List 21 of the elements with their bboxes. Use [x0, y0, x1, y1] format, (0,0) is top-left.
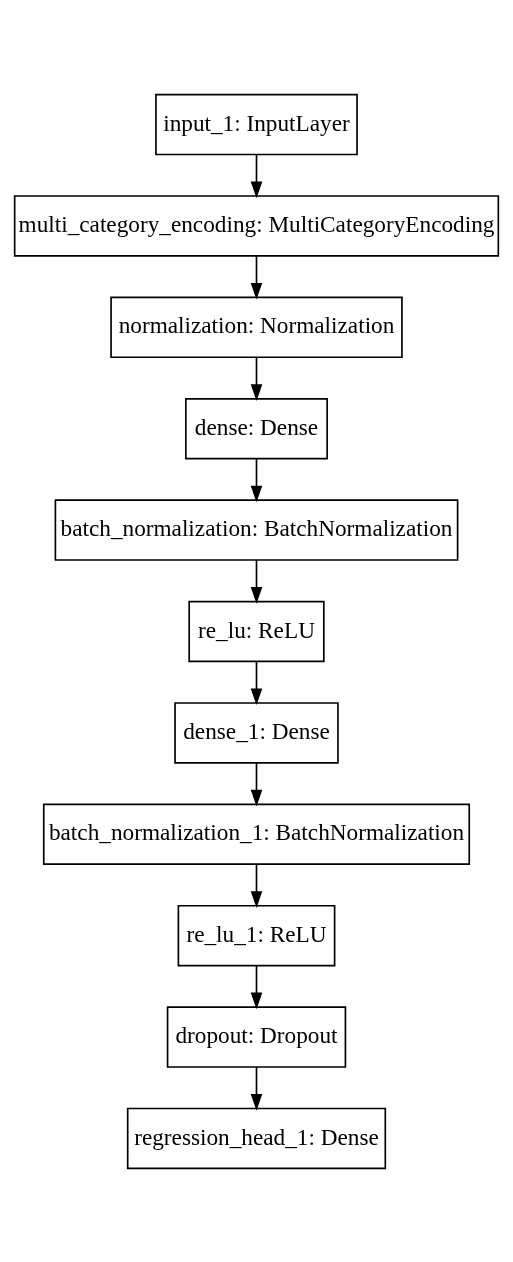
node-box: input_1: InputLayer [155, 93, 358, 155]
node-box: batch_normalization: BatchNormalization [54, 498, 459, 561]
arrow [250, 1065, 263, 1111]
arrow [250, 356, 263, 401]
arrow [250, 153, 263, 198]
arrow [250, 254, 263, 300]
node-box: dropout: Dropout [166, 1005, 347, 1068]
arrow [250, 558, 263, 604]
node-box: re_lu: ReLU [188, 600, 325, 662]
arrow [250, 457, 263, 502]
arrow [250, 761, 263, 806]
node-box: batch_normalization_1: BatchNormalization [42, 803, 471, 865]
node-box: multi_category_encoding: MultiCategoryEncoding [13, 194, 500, 257]
arrow [250, 862, 263, 908]
arrow [250, 660, 263, 705]
node-box: dense_1: Dense [174, 701, 339, 764]
node-box: dense: Dense [185, 397, 328, 459]
node-box: regression_head_1: Dense [126, 1107, 387, 1169]
arrow [250, 964, 263, 1009]
node-box: normalization: Normalization [110, 296, 403, 358]
node-box: re_lu_1: ReLU [177, 904, 336, 966]
